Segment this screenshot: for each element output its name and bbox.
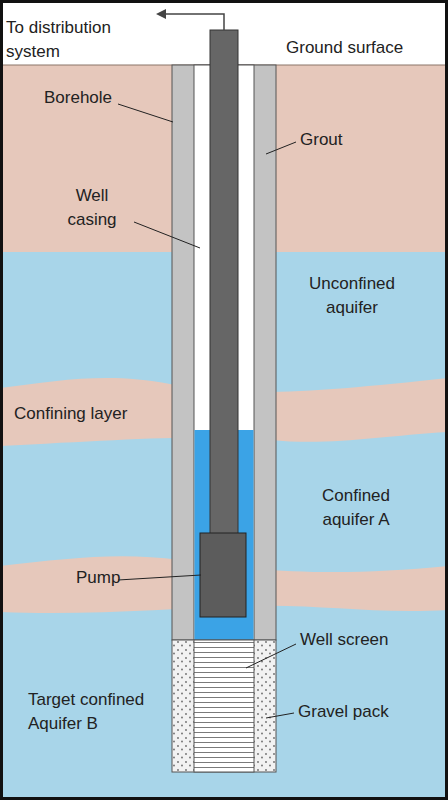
layer-label: Unconfined aquifer [300, 272, 404, 320]
part-label: Gravel pack [298, 700, 389, 724]
layer-label: Confining layer [14, 402, 127, 426]
part-label: Well casing [52, 184, 132, 232]
leader-line [118, 575, 201, 580]
layer-label: Target confined Aquifer B [28, 688, 168, 736]
leader-line [118, 104, 173, 122]
ground-label: Ground surface [286, 36, 403, 60]
part-label: Well screen [300, 628, 389, 652]
leader-line [266, 713, 294, 718]
well-screen [194, 640, 254, 772]
part-label: Grout [300, 128, 343, 152]
gravel-pack [172, 640, 276, 772]
layer-label: Confined aquifer A [304, 484, 408, 532]
pump-body [200, 533, 246, 617]
flow-arrow [164, 14, 224, 30]
leader-line [246, 644, 296, 668]
leader-lines [118, 104, 296, 718]
leader-line [266, 142, 296, 154]
part-label: Pump [76, 566, 120, 590]
pump-pipe [210, 30, 238, 535]
arrowhead [156, 9, 166, 19]
flow-label: To distribution system [6, 16, 146, 64]
leader-line [134, 222, 200, 248]
part-label: Borehole [44, 86, 112, 110]
